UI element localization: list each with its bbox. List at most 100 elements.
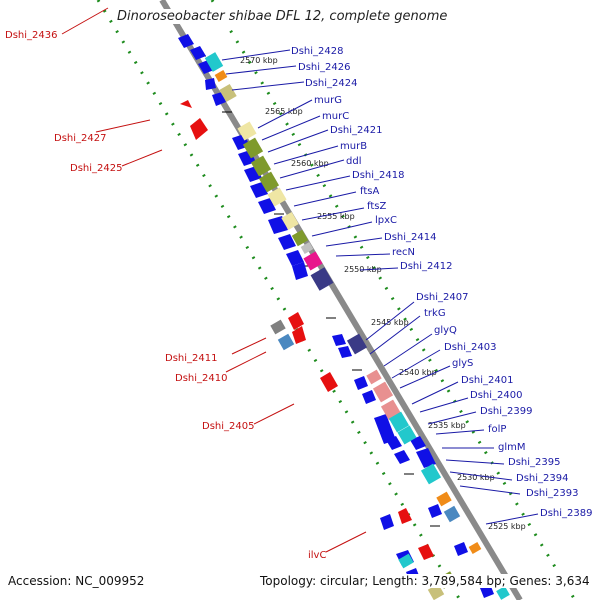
gene-label[interactable]: Dshi_2393 [526, 488, 578, 499]
cds-arrow[interactable] [178, 34, 194, 48]
cog-block[interactable] [237, 121, 257, 141]
cds-arrow[interactable] [416, 448, 436, 468]
gene-label[interactable]: glyQ [434, 325, 457, 336]
cds-arrow[interactable] [278, 234, 296, 250]
cog-block[interactable] [366, 369, 382, 385]
gene-label[interactable]: Dshi_2424 [305, 78, 357, 89]
cds-arrow[interactable] [288, 312, 304, 330]
tick-label: 2525 kbp [488, 522, 526, 531]
cds-arrow[interactable] [332, 334, 346, 346]
ticks-layer: 2570 kbp 2565 kbp 2560 kbp 2555 kbp 2550… [196, 55, 526, 531]
cds-arrow[interactable] [386, 436, 402, 450]
cds-arrow[interactable] [212, 92, 226, 106]
gene-label[interactable]: Dshi_2405 [202, 421, 254, 432]
cog-block[interactable] [281, 211, 299, 231]
cds-arrow[interactable] [286, 250, 304, 266]
cog-block[interactable] [300, 242, 314, 254]
cog-block[interactable] [219, 83, 237, 103]
reverse-cds-layer [180, 100, 434, 560]
gene-label[interactable]: murB [340, 141, 367, 152]
cds-arrow[interactable] [354, 376, 368, 390]
gene-label[interactable]: Dshi_2412 [400, 261, 452, 272]
cds-arrow[interactable] [362, 390, 376, 404]
gene-label[interactable]: murC [322, 111, 349, 122]
cog-block[interactable] [398, 553, 414, 569]
gene-label[interactable]: Dshi_2400 [470, 390, 522, 401]
gene-label[interactable]: trkG [424, 308, 446, 319]
gene-label[interactable]: Dshi_2394 [516, 473, 568, 484]
gene-label[interactable]: Dshi_2414 [384, 232, 436, 243]
cog-block[interactable] [270, 319, 286, 335]
tick-label: 2540 kbp [399, 368, 437, 377]
cog-block[interactable] [214, 70, 228, 82]
cds-arrow[interactable] [205, 78, 216, 90]
gene-label[interactable]: Dshi_2395 [508, 457, 560, 468]
gene-label[interactable]: glmM [498, 442, 526, 453]
gene-label[interactable]: Dshi_2403 [444, 342, 496, 353]
cds-arrow[interactable] [394, 450, 410, 464]
cds-arrow[interactable] [292, 262, 308, 280]
cds-arrow[interactable] [454, 542, 468, 556]
gene-label[interactable]: Dshi_2407 [416, 292, 468, 303]
cds-arrow[interactable] [338, 346, 352, 358]
cog-block[interactable] [397, 425, 417, 445]
tick-label: 2545 kbp [371, 318, 409, 327]
map-title: Dinoroseobacter shibae DFL 12, complete … [113, 9, 452, 24]
gene-label[interactable]: ilvC [308, 550, 326, 561]
cog-block[interactable] [443, 505, 461, 523]
gene-label[interactable]: Dshi_2421 [330, 125, 382, 136]
cds-arrow[interactable] [180, 100, 192, 108]
cog-block[interactable] [291, 229, 309, 247]
gene-label[interactable]: Dshi_2436 [5, 30, 57, 41]
cog-block[interactable] [388, 411, 410, 433]
gene-label[interactable]: Dshi_2401 [461, 375, 513, 386]
gene-label[interactable]: Dshi_2399 [480, 406, 532, 417]
gene-label[interactable]: ftsZ [367, 201, 386, 212]
gene-label[interactable]: ddl [346, 156, 361, 167]
cds-arrow[interactable] [292, 326, 306, 344]
cds-arrow[interactable] [190, 46, 206, 60]
cog-block[interactable] [310, 267, 334, 291]
gene-label[interactable]: lpxC [375, 215, 397, 226]
cds-arrow[interactable] [410, 436, 426, 450]
gene-label[interactable]: Dshi_2411 [165, 353, 217, 364]
gene-label[interactable]: Dshi_2425 [70, 163, 122, 174]
cog-block[interactable] [277, 333, 295, 351]
cog-block[interactable] [303, 251, 323, 271]
gene-label[interactable]: glyS [452, 358, 473, 369]
cog-block[interactable] [436, 491, 452, 507]
cds-arrow[interactable] [258, 198, 276, 214]
gene-label[interactable]: Dshi_2389 [540, 508, 592, 519]
tick-label: 2530 kbp [457, 473, 495, 482]
cds-arrow[interactable] [428, 504, 442, 518]
gene-label[interactable]: Dshi_2426 [298, 62, 350, 73]
gene-label[interactable]: Dshi_2427 [54, 133, 106, 144]
cog-block[interactable] [420, 463, 442, 485]
gene-label[interactable]: recN [392, 247, 415, 258]
cog-block[interactable] [250, 155, 272, 177]
cog-block[interactable] [204, 52, 224, 72]
cds-arrow[interactable] [418, 544, 434, 560]
tick-label: 2565 kbp [265, 107, 303, 116]
cog-block[interactable] [468, 542, 482, 554]
cds-arrow[interactable] [380, 514, 394, 530]
cds-arrow[interactable] [398, 508, 412, 524]
gene-label[interactable]: Dshi_2418 [352, 170, 404, 181]
cds-arrow[interactable] [190, 118, 208, 140]
gene-label[interactable]: Dshi_2428 [291, 46, 343, 57]
cds-arrow[interactable] [320, 372, 338, 392]
gene-label[interactable]: folP [488, 424, 506, 435]
cog-block[interactable] [372, 381, 394, 403]
cds-arrow[interactable] [374, 414, 396, 444]
cog-block[interactable] [258, 171, 280, 193]
gene-label[interactable]: Dshi_2410 [175, 373, 227, 384]
cog-block[interactable] [267, 187, 287, 207]
gene-label[interactable]: murG [314, 95, 342, 106]
cog-block[interactable] [496, 586, 510, 600]
cog-block[interactable] [346, 333, 368, 355]
cog-block[interactable] [242, 137, 264, 159]
gene-label[interactable]: ftsA [360, 186, 379, 197]
forward-gene-labels: Dshi_2428 Dshi_2426 Dshi_2424 murG murC … [291, 46, 592, 519]
